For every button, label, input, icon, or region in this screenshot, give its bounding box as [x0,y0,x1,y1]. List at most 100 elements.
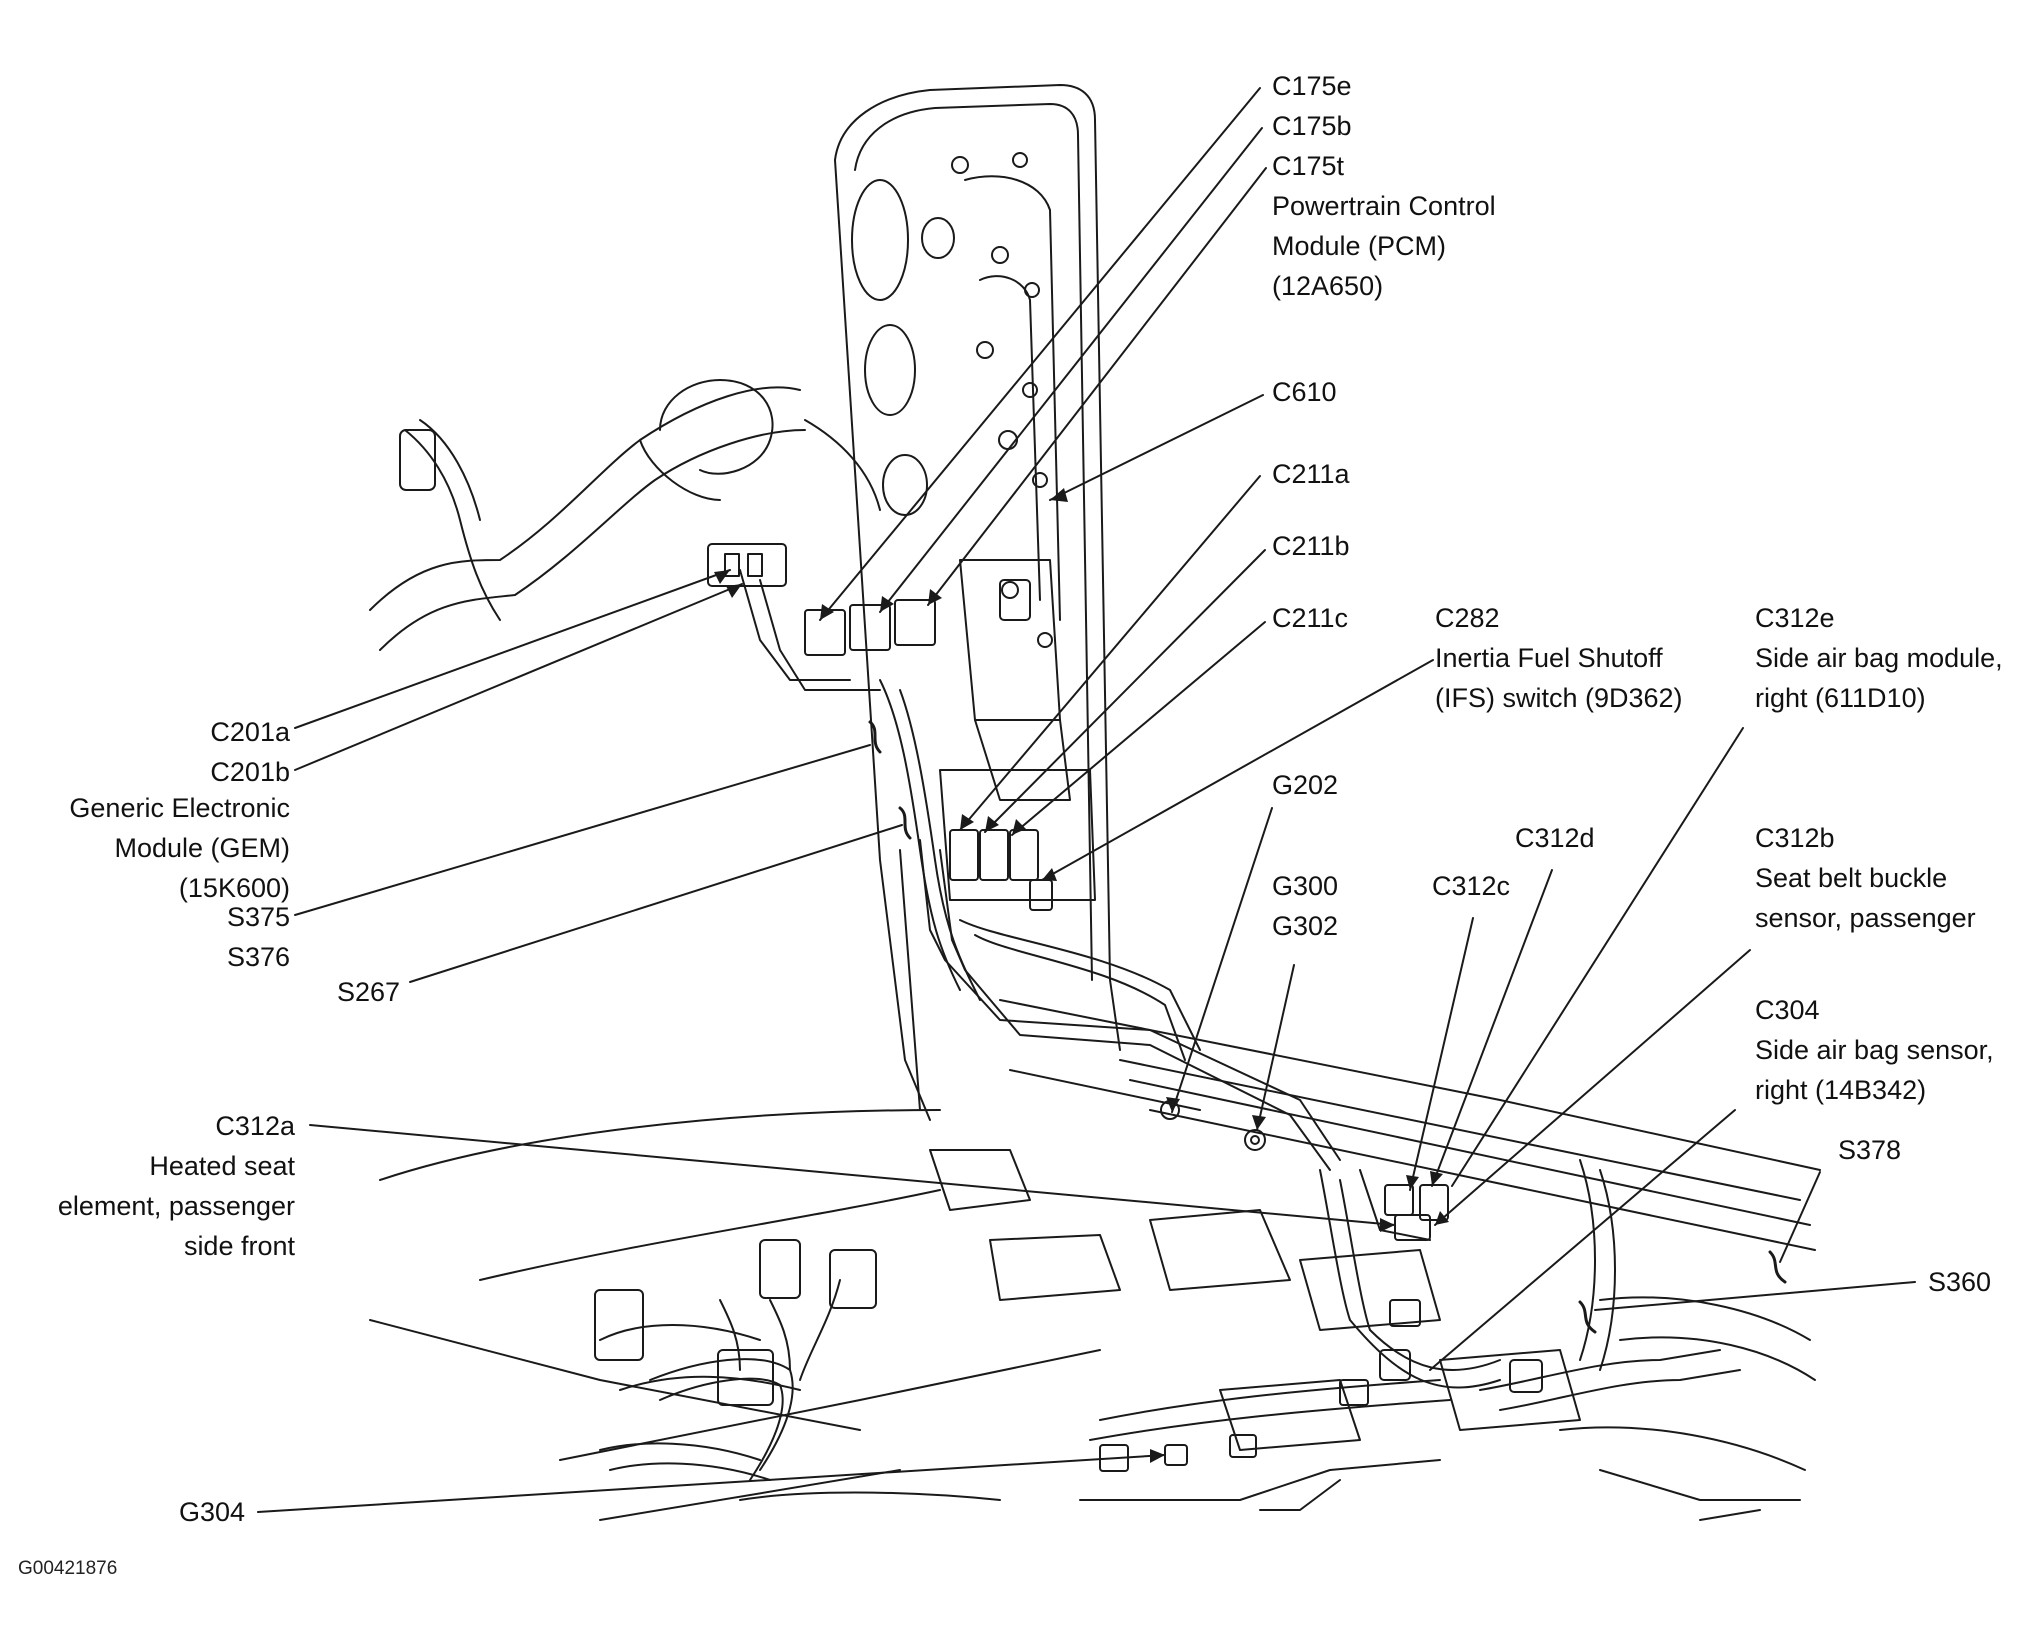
label-c312b-line2: Seat belt buckle [1755,863,1948,893]
label-c304: C304 Side air bag sensor, right (14B342) [1755,990,1994,1110]
label-s378-text: S378 [1838,1135,1902,1165]
label-c175b: C175b [1272,106,1352,146]
label-g300-text: G300 [1272,871,1339,901]
label-pcm-line3: (12A650) [1272,271,1384,301]
leader-arrowheads [714,488,1449,1463]
label-c312a-line2: Heated seat [149,1151,295,1181]
leader-c282 [1041,659,1434,881]
label-c201a-text: C201a [210,717,290,747]
wire-harness [369,379,1741,1511]
label-c282-line3: (IFS) switch (9D362) [1435,683,1683,713]
label-c211a-text: C211a [1272,459,1350,489]
label-g202: G202 [1272,765,1338,805]
leader-g302 [1256,964,1295,1131]
label-pcm-line1: Powertrain Control [1272,191,1496,221]
label-g202-text: G202 [1272,770,1339,800]
floor-pan [369,999,1821,1521]
leader-c610 [1049,394,1264,501]
label-c312b-line3: sensor, passenger [1755,903,1976,933]
label-s376: S376 [227,937,290,977]
leader-c211a [959,475,1261,831]
label-c312b-line1: C312b [1755,823,1835,853]
label-c610: C610 [1272,372,1337,412]
leader-s267 [409,824,903,983]
label-c304-line1: C304 [1755,995,1820,1025]
label-gem-line1: Generic Electronic [69,793,290,823]
label-s267: S267 [337,972,400,1012]
leader-c175e [819,87,1261,621]
leader-c312a [309,1124,1396,1226]
label-s378: S378 [1838,1130,1901,1170]
leader-c211c [1011,621,1266,836]
leader-s375 [294,744,871,916]
leader-c211b [984,549,1266,833]
label-gem-line2: Module (GEM) [114,833,290,863]
label-s360: S360 [1928,1262,1991,1302]
leader-c201b [294,583,743,771]
leader-c312d [1431,869,1553,1187]
label-g302: G302 [1272,906,1338,946]
label-c175b-text: C175b [1272,111,1352,141]
label-c312e-line1: C312e [1755,603,1835,633]
label-c175t-text: C175t [1272,151,1345,181]
leader-c201a [294,569,731,729]
label-s375-text: S375 [226,902,290,932]
figure-id: G00421876 [18,1558,118,1579]
label-s375: S375 [227,897,290,937]
label-c211c: C211c [1272,598,1348,638]
label-c282: C282 Inertia Fuel Shutoff (IFS) switch (… [1435,598,1683,718]
label-c175e-text: C175e [1272,71,1352,101]
label-c175e: C175e [1272,66,1352,106]
label-c282-line2: Inertia Fuel Shutoff [1435,643,1663,673]
label-c211c-text: C211c [1272,603,1349,633]
label-c304-line3: right (14B342) [1755,1075,1927,1105]
leader-s378 [1779,1171,1821,1263]
leader-s360 [1594,1281,1916,1311]
label-c304-line2: Side air bag sensor, [1755,1035,1994,1065]
leader-g304 [257,1454,1166,1513]
label-gem-line3: (15K600) [178,873,290,903]
splice-marks [868,720,1787,1334]
leader-g202 [1171,807,1273,1113]
label-c312b: C312b Seat belt buckle sensor, passenger [1755,818,1976,938]
label-c175t: C175t [1272,146,1344,186]
label-c211a: C211a [1272,454,1350,494]
leader-lines [257,87,1916,1513]
label-c610-text: C610 [1272,377,1337,407]
label-c201b: C201b [210,752,290,792]
label-s360-text: S360 [1928,1267,1992,1297]
leader-c312e [1451,727,1744,1187]
leader-c312b [1434,949,1751,1226]
leader-c175t [927,167,1267,606]
label-c312d: C312d [1515,818,1595,858]
label-c312d-text: C312d [1515,823,1595,853]
label-c201b-text: C201b [210,757,290,787]
label-pcm-line2: Module (PCM) [1272,231,1447,261]
label-c312a: C312a Heated seat element, passenger sid… [58,1106,295,1266]
label-gem: Generic Electronic Module (GEM) (15K600) [69,788,290,908]
label-g300: G300 [1272,866,1338,906]
label-c201a: C201a [210,712,290,752]
label-c211b: C211b [1272,526,1350,566]
label-c312a-line3: element, passenger [57,1191,295,1221]
leader-c312c [1409,917,1474,1191]
label-s376-text: S376 [226,942,290,972]
label-g304: G304 [179,1492,245,1532]
connectors [399,429,1543,1472]
b-pillar [834,84,1121,1121]
leader-c304 [1429,1109,1736,1371]
label-c282-line1: C282 [1435,603,1500,633]
label-g302-text: G302 [1272,911,1339,941]
label-g304-text: G304 [178,1497,245,1527]
label-c312a-line4: side front [183,1231,295,1261]
leader-c175b [879,127,1263,613]
label-c211b-text: C211b [1272,531,1350,561]
label-c312e: C312e Side air bag module, right (611D10… [1755,598,2003,718]
label-pcm: Powertrain Control Module (PCM) (12A650) [1272,186,1496,306]
label-c312c-text: C312c [1432,871,1511,901]
label-s267-text: S267 [336,977,400,1007]
label-c312c: C312c [1432,866,1510,906]
label-c312a-line1: C312a [215,1111,295,1141]
